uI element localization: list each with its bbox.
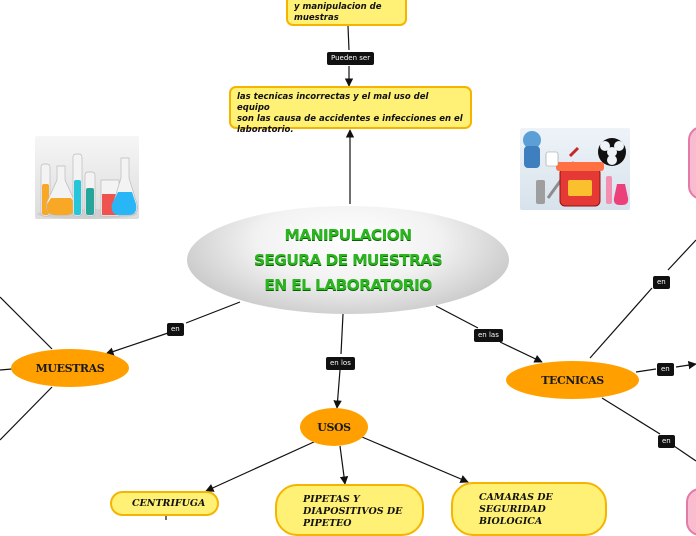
edge-usos-camaras xyxy=(361,436,469,483)
edge-central-tecnicas-b xyxy=(499,341,543,363)
statement-line-1: las tecnicas incorrectas y el mal uso de… xyxy=(237,92,429,113)
edge-usos-centrifuga xyxy=(205,440,317,492)
lab-flasks-image xyxy=(35,136,139,219)
edge-tecnicas-lower-a xyxy=(601,397,661,435)
statement-box[interactable]: las tecnicas incorrectas y el mal uso de… xyxy=(229,86,472,135)
top-note-box[interactable]: y manipulacion de muestras xyxy=(286,0,407,26)
centrifuga-node[interactable]: CENTRIFUGA xyxy=(110,491,219,516)
statement-line-2: son las causa de accidentes e infeccione… xyxy=(237,114,463,124)
camaras-line-1: CAMARAS DE xyxy=(479,492,553,503)
edge-label-en-mid: en xyxy=(657,363,674,376)
centrifuga-label: CENTRIFUGA xyxy=(132,498,206,509)
edge-central-usos-a xyxy=(340,313,344,355)
edge-central-muestras-a xyxy=(185,301,241,324)
edge-label-en-los: en los xyxy=(326,357,355,370)
edge-tecnicas-mid-a xyxy=(635,368,657,373)
pink-node-lower[interactable] xyxy=(686,488,696,536)
pink-node-upper[interactable] xyxy=(688,126,696,200)
central-line-2: SEGURA DE MUESTRAS xyxy=(253,250,443,269)
camaras-line-2: SEGURIDAD xyxy=(479,504,546,515)
pipetas-line-1: PIPETAS Y xyxy=(303,494,360,505)
pipetas-node[interactable]: PIPETAS Y DIAPOSITIVOS DE PIPETEO xyxy=(275,484,424,536)
branch-tecnicas-node[interactable]: TECNICAS xyxy=(506,361,639,399)
central-line-3: EN EL LABORATORIO xyxy=(264,275,432,294)
camaras-node[interactable]: CAMARAS DE SEGURIDAD BIOLOGICA xyxy=(451,482,607,536)
edge-central-muestras-b xyxy=(105,332,169,356)
central-topic-node[interactable]: MANIPULACION SEGURA DE MUESTRAS EN EL LA… xyxy=(187,206,509,314)
edge-tecnicas-mid-b xyxy=(675,360,696,370)
edge-label-en-muestras: en xyxy=(167,323,184,336)
edge-tecnicas-upper-a xyxy=(589,287,653,359)
edge-central-tecnicas-a xyxy=(435,305,479,329)
edge-top-note xyxy=(347,25,350,51)
edge-muestras-left xyxy=(0,368,13,371)
statement-line-3: laboratorio. xyxy=(237,125,294,135)
branch-usos-label: USOS xyxy=(317,420,351,434)
pipetas-line-2: DIAPOSITIVOS DE xyxy=(303,506,403,517)
edge-label-en-upper: en xyxy=(653,276,670,289)
branch-muestras-label: MUESTRAS xyxy=(35,361,105,375)
flask-icon xyxy=(37,153,138,219)
edge-tecnicas-lower-b xyxy=(673,445,696,462)
edge-label-pueden-ser: Pueden ser xyxy=(327,52,375,65)
branch-tecnicas-label: TECNICAS xyxy=(541,373,604,387)
edge-label-en-las: en las xyxy=(474,329,503,342)
edge-usos-pipetas xyxy=(339,445,349,485)
edge-tecnicas-upper-b xyxy=(667,239,696,271)
branch-muestras-node[interactable]: MUESTRAS xyxy=(11,349,129,387)
biohazard-equipment-image xyxy=(520,128,630,210)
top-note-line-1: y manipulacion de xyxy=(294,2,382,12)
edge-muestras-down xyxy=(0,386,53,441)
connector-lines xyxy=(0,25,696,520)
edge-muestras-up xyxy=(0,296,53,350)
branch-usos-node[interactable]: USOS xyxy=(300,408,368,446)
central-line-1: MANIPULACION xyxy=(284,225,413,244)
camaras-line-3: BIOLOGICA xyxy=(479,516,543,527)
biohazard-icon xyxy=(523,131,629,207)
edge-label-en-lower: en xyxy=(658,435,675,448)
edge-central-usos-b xyxy=(333,369,342,409)
top-note-line-2: muestras xyxy=(294,13,339,23)
